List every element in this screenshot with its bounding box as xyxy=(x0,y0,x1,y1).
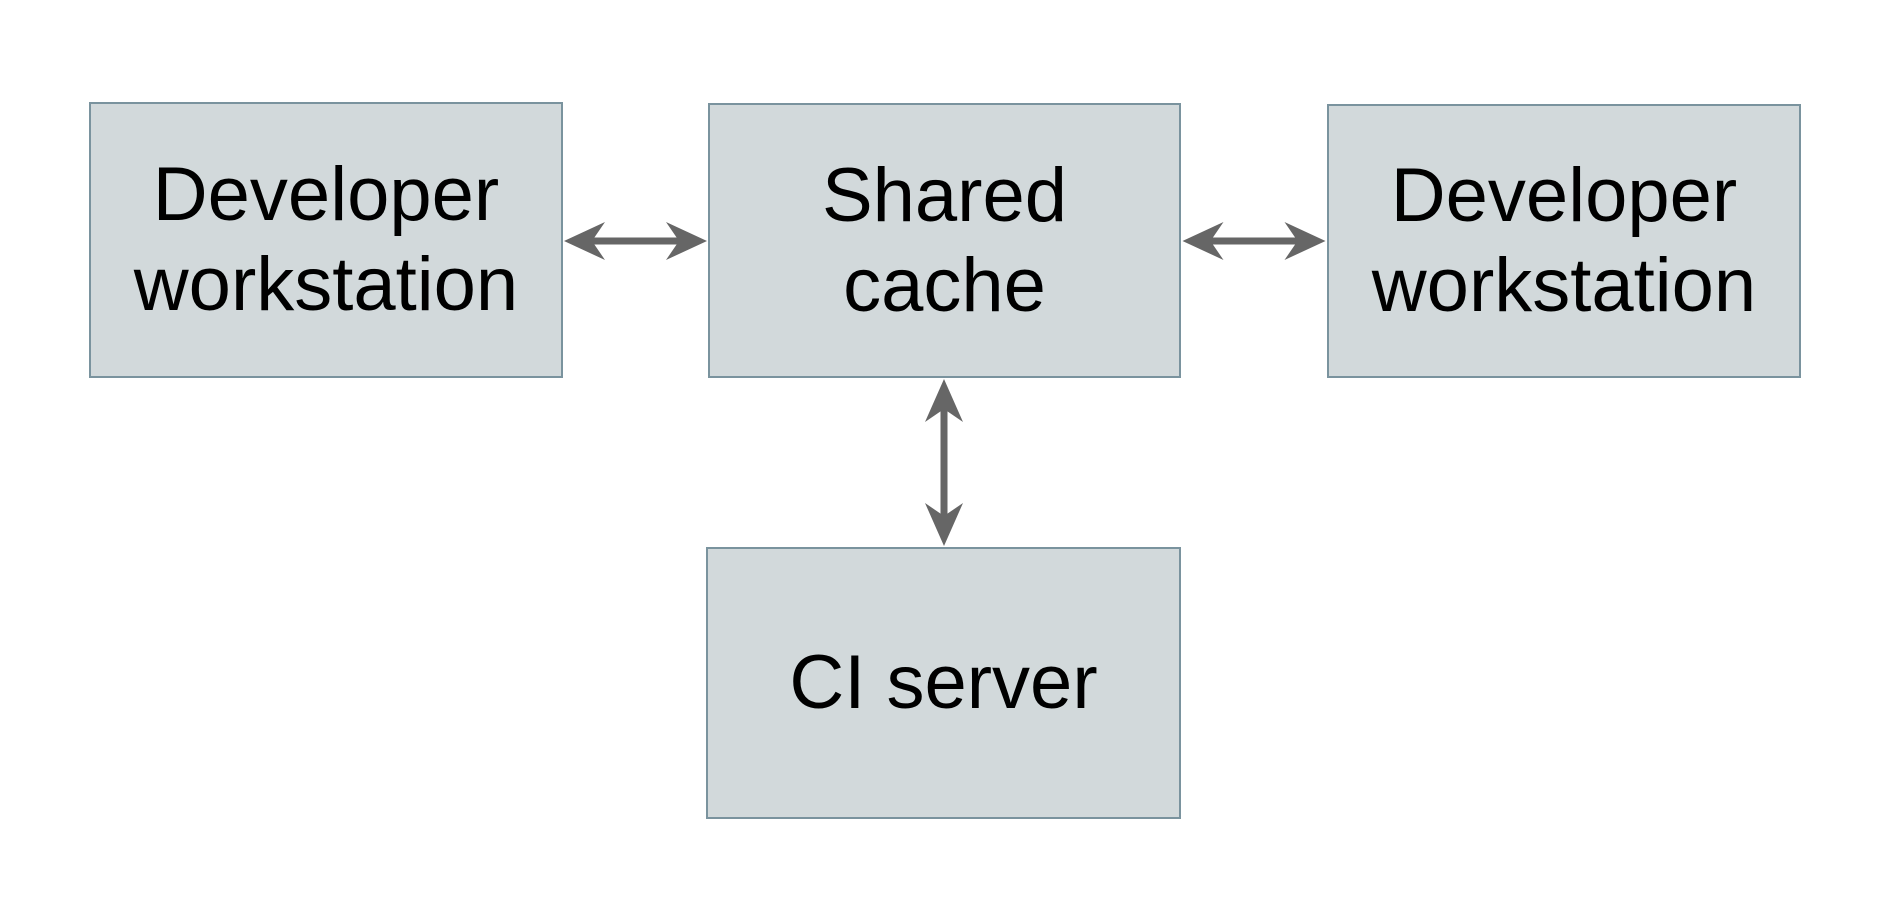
node-shared-cache: Shared cache xyxy=(708,103,1181,378)
node-ci-server-label: CI server xyxy=(789,640,1098,726)
node-developer-workstation-left-label: Developer workstation xyxy=(133,152,519,327)
bidirectional-arrow-workstation-left-cache-icon xyxy=(564,222,707,260)
node-developer-workstation-right-label: Developer workstation xyxy=(1371,153,1757,328)
node-ci-server: CI server xyxy=(706,547,1181,819)
bidirectional-arrow-cache-workstation-right-icon xyxy=(1182,222,1326,260)
node-developer-workstation-right: Developer workstation xyxy=(1327,104,1801,378)
node-shared-cache-label: Shared cache xyxy=(821,152,1068,328)
bidirectional-arrow-cache-ci-server-icon xyxy=(925,379,963,546)
node-developer-workstation-left: Developer workstation xyxy=(89,102,563,378)
